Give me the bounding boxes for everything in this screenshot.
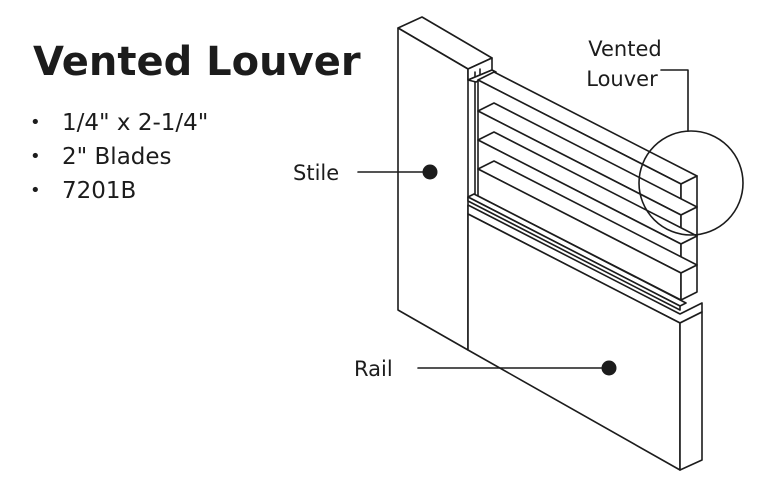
spec-item: • 2" Blades	[30, 140, 208, 174]
spec-item: • 7201B	[30, 174, 208, 208]
bullet-icon: •	[30, 180, 41, 201]
rail-callout: Rail	[354, 357, 617, 381]
louver-leader-line	[660, 69, 689, 132]
louver-callout: Vented Louver	[586, 37, 744, 236]
spec-text: 7201B	[62, 178, 137, 204]
stile-shape	[397, 16, 493, 351]
louver-label-line1: Vented	[588, 37, 661, 61]
rail-dot-icon	[601, 360, 617, 376]
spec-text: 1/4" x 2-1/4"	[62, 110, 209, 136]
spec-list: • 1/4" x 2-1/4" • 2" Blades • 7201B	[30, 106, 208, 208]
stile-dot-icon	[422, 164, 438, 180]
louver-blades	[477, 71, 698, 301]
stile-callout: Stile	[293, 161, 438, 185]
spec-text: 2" Blades	[62, 144, 172, 170]
page-title: Vented Louver	[33, 39, 361, 85]
rail-label: Rail	[354, 357, 393, 381]
spec-item: • 1/4" x 2-1/4"	[30, 106, 208, 140]
magnify-circle	[638, 130, 744, 236]
bullet-icon: •	[30, 112, 41, 133]
stile-label: Stile	[293, 161, 339, 185]
bullet-icon: •	[30, 146, 41, 167]
louver-label-line2: Louver	[586, 67, 658, 91]
rail-shape	[467, 204, 703, 471]
